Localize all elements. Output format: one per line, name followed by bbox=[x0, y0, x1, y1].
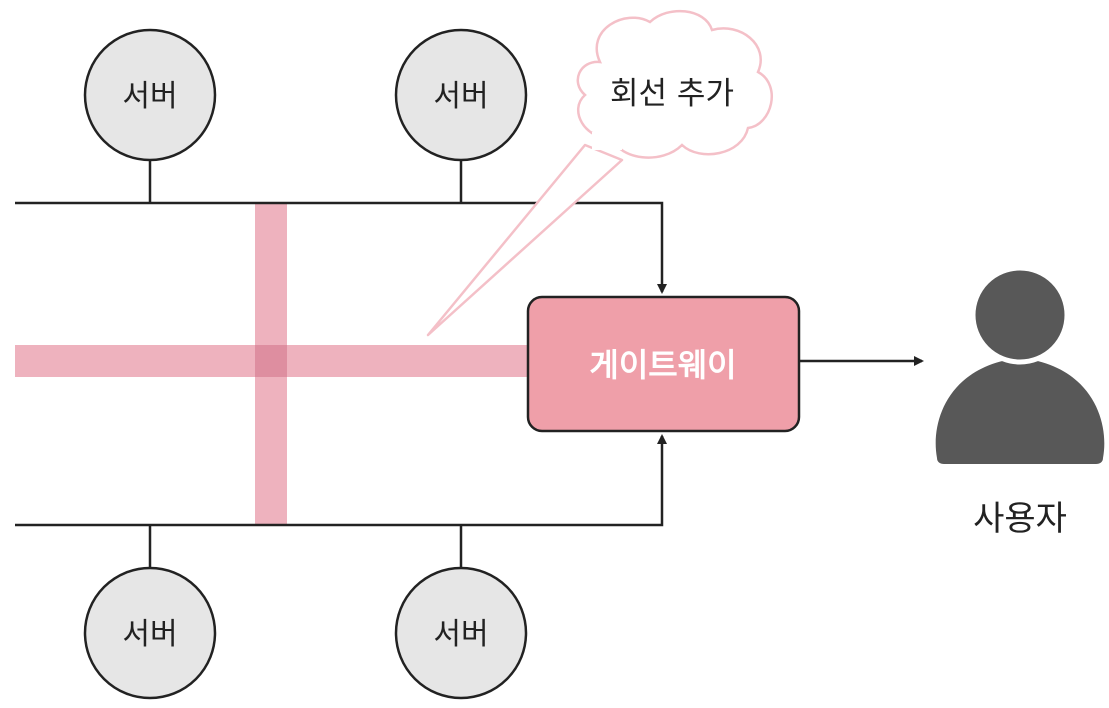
server-circle bbox=[394, 566, 528, 700]
server-circle bbox=[83, 28, 217, 162]
gateway-box bbox=[526, 295, 801, 433]
network-lines bbox=[15, 160, 924, 568]
callout-tail bbox=[426, 143, 624, 337]
bottom-network-line bbox=[15, 434, 667, 527]
server-node: 서버 bbox=[394, 566, 528, 700]
server-label: 서버 bbox=[122, 79, 177, 114]
callout-tail-cover bbox=[592, 132, 622, 150]
server-label: 서버 bbox=[433, 79, 488, 114]
user-node: 사용자 bbox=[935, 265, 1105, 539]
callout-cloud bbox=[576, 9, 774, 159]
server-circle bbox=[83, 566, 217, 700]
callout-bubble: 회선 추가 bbox=[426, 9, 774, 337]
gateway-node: 게이트웨이 bbox=[526, 295, 801, 433]
added-lines bbox=[15, 203, 530, 525]
user-label: 사용자 bbox=[973, 499, 1067, 539]
added-line-crossing bbox=[255, 345, 287, 377]
server-node: 서버 bbox=[83, 566, 217, 700]
server-label: 서버 bbox=[122, 617, 177, 652]
top-network-line bbox=[15, 201, 667, 294]
callout-label: 회선 추가 bbox=[610, 76, 734, 112]
gateway-label: 게이트웨이 bbox=[589, 346, 736, 384]
server-node: 서버 bbox=[394, 28, 528, 162]
server-circle bbox=[394, 28, 528, 162]
server-label: 서버 bbox=[433, 617, 488, 652]
server-node: 서버 bbox=[83, 28, 217, 162]
person-icon bbox=[935, 265, 1105, 464]
